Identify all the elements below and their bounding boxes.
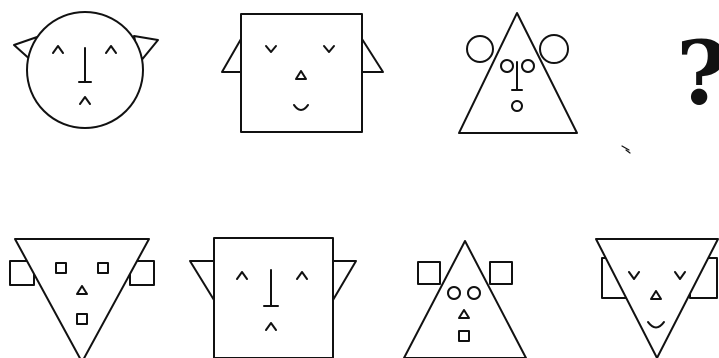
face-square-bottom — [190, 238, 356, 358]
face-circle-top — [14, 12, 158, 128]
left-ear-circle — [467, 36, 493, 62]
right-ear-circle — [540, 35, 568, 63]
right-ear-triangle — [333, 261, 356, 300]
head-square — [214, 238, 333, 358]
face-triangle-down-bottom — [10, 239, 154, 358]
left-ear-triangle — [222, 39, 241, 72]
right-ear-square — [490, 262, 512, 284]
head-triangle — [15, 239, 149, 358]
left-ear-triangle — [190, 261, 214, 300]
left-ear-square — [418, 262, 440, 284]
stray-mark — [622, 146, 630, 153]
face-triangle-up-top — [459, 13, 577, 133]
face-square-top — [222, 14, 383, 132]
right-ear-triangle — [362, 39, 383, 72]
face-triangle-down-bottom-right — [596, 239, 718, 358]
question-mark: ? — [676, 21, 719, 125]
face-triangle-up-bottom — [404, 241, 526, 358]
